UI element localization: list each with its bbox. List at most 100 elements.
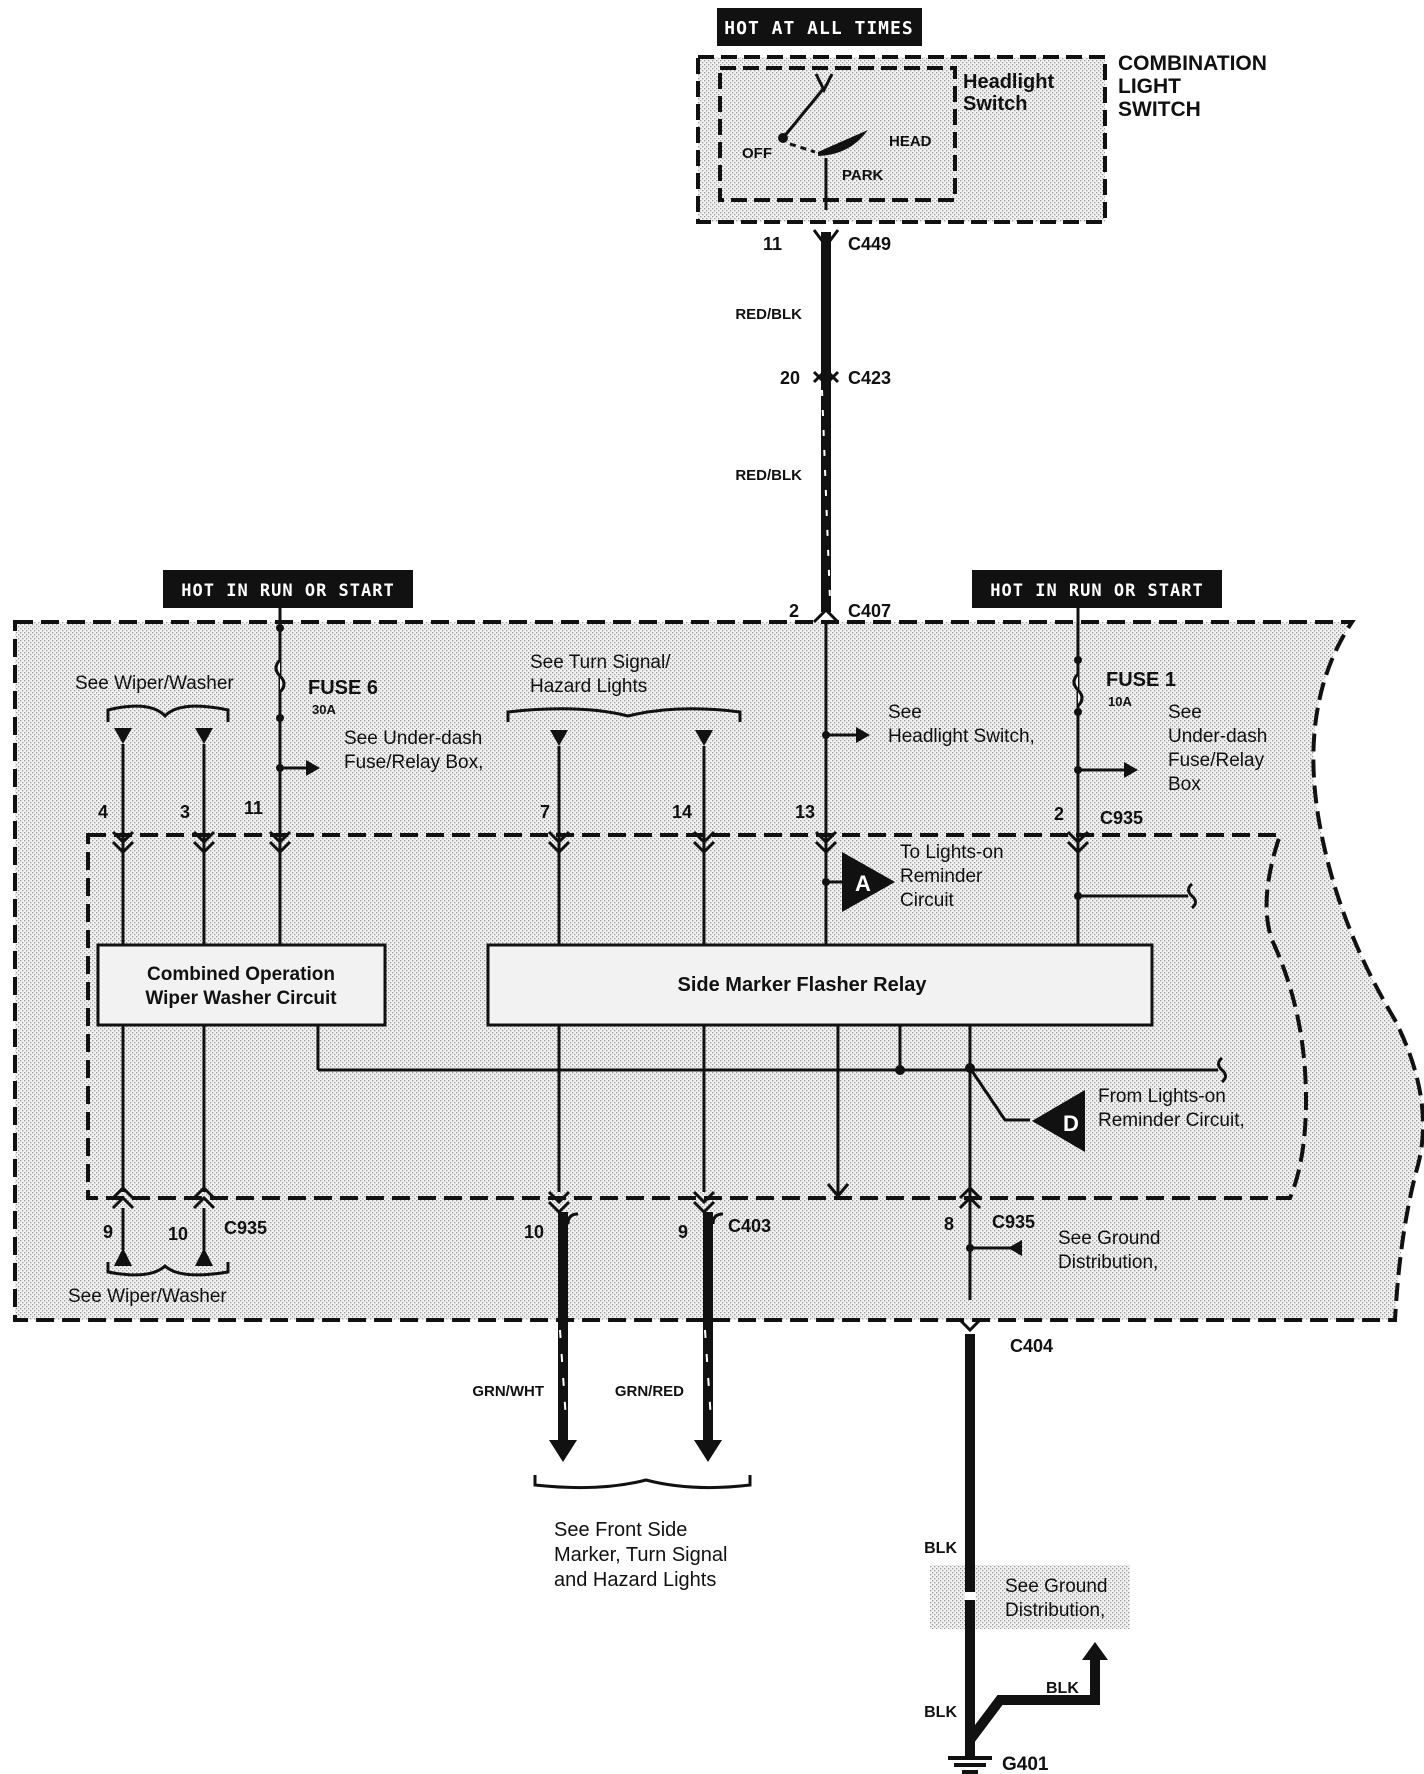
pin-9a: 9 [103,1222,113,1242]
see-headlight-2: Headlight Switch, [888,726,1035,747]
combined-label-1: Combined Operation [147,964,335,985]
side-marker-label: Side Marker Flasher Relay [677,974,927,996]
headlight-label-1: Headlight [963,71,1054,93]
marker-d-triangle [1032,1090,1085,1152]
to-lights-1: To Lights-on [900,842,1004,863]
pin-11: 11 [244,798,263,818]
red-blk-wire [812,229,840,624]
side-marker-flasher-relay: Side Marker Flasher Relay D [486,943,1154,1300]
see-ground-2: Distribution, [1058,1252,1158,1273]
c935-top-label: C935 [1100,808,1143,828]
fuse6-label: FUSE 6 [308,677,378,699]
ground-distribution-splice [930,1565,1130,1629]
g401-label: G401 [1002,1754,1049,1774]
grn-red-wire [694,1212,722,1462]
pin-7: 7 [540,802,550,822]
blk-label-2: BLK [924,1704,957,1721]
c449-label: C449 [848,234,891,254]
marker-d-label: D [1063,1111,1079,1136]
see-turn-1: See Turn Signal/ [530,652,671,673]
pin-13: 13 [795,802,815,822]
front-side-2: Marker, Turn Signal [554,1544,727,1566]
see-headlight-arrow [856,727,870,743]
front-side-1: See Front Side [554,1519,687,1541]
blk-label-1: BLK [924,1540,957,1557]
see-underdash-r2: Under-dash [1168,726,1267,747]
front-side-3: and Hazard Lights [554,1569,716,1591]
combined-operation-circuit: Combined Operation Wiper Washer Circuit [96,943,1227,1192]
c449-pin: 11 [763,234,782,254]
ground-dist-2: Distribution, [1005,1600,1105,1621]
combination-title-2: LIGHT [1118,75,1181,98]
hot-in-run-right-header: HOT IN RUN OR START [972,570,1222,608]
c935-bottom-left-label: C935 [224,1218,267,1238]
combined-label-2: Wiper Washer Circuit [145,988,337,1009]
c403-label: C403 [728,1216,771,1236]
red-blk-label-1: RED/BLK [735,306,802,323]
see-ground-1: See Ground [1058,1228,1160,1249]
c423-pin: 20 [780,368,800,388]
pin-8: 8 [944,1214,954,1234]
see-underdash-2: Fuse/Relay Box, [344,752,483,773]
grn-red-label: GRN/RED [615,1383,684,1400]
off-label: OFF [742,145,772,162]
c407-pin: 2 [789,601,799,621]
c404-label: C404 [1010,1336,1053,1356]
pin-10a: 10 [168,1224,188,1244]
pin-14: 14 [672,802,692,822]
fuse-6: FUSE 6 30A See Under-dash Fuse/Relay Box… [274,608,483,945]
red-blk-label-2: RED/BLK [735,467,802,484]
blk-label-3: BLK [1046,1680,1079,1697]
switch-contact [818,130,868,156]
fuse1-label: FUSE 1 [1106,669,1176,691]
blk-ground-wire [930,1318,1130,1774]
pin-3: 3 [180,802,190,822]
park-label: PARK [842,167,884,184]
from-lights-2: Reminder Circuit, [1098,1110,1245,1131]
pin-4: 4 [98,802,108,822]
marker-a-triangle [842,852,895,912]
hot-in-run-left-label: HOT IN RUN OR START [181,581,394,601]
see-turn-2: Hazard Lights [530,676,647,697]
see-headlight-1: See [888,702,922,723]
see-underdash-r4: Box [1168,774,1201,795]
marker-a-label: A [855,871,871,896]
fuse1-amp: 10A [1108,694,1132,709]
to-lights-2: Reminder [900,866,983,887]
hot-in-run-left-header: HOT IN RUN OR START [163,570,413,608]
pin-10b: 10 [524,1222,544,1242]
switch-pivot [778,133,788,143]
fuse-1: FUSE 1 10A See Under-dash Fuse/Relay Box [1072,608,1267,945]
pin-9b: 9 [678,1222,688,1242]
hot-at-all-times-header: HOT AT ALL TIMES [717,8,922,46]
head-label: HEAD [889,133,932,150]
headlight-label-2: Switch [963,93,1027,115]
see-underdash-r1: See [1168,702,1202,723]
pin-2: 2 [1054,804,1064,824]
see-wiper-bottom: See Wiper/Washer [68,1286,227,1307]
c407-label: C407 [848,601,891,621]
c935-bottom-right-label: C935 [992,1212,1035,1232]
c935-bottom-right-connector: 8 C935 [944,1185,1035,1256]
fuse6-amp: 30A [312,702,336,717]
combination-title-3: SWITCH [1118,98,1201,121]
hot-in-run-right-label: HOT IN RUN OR START [990,581,1203,601]
see-wiper-top: See Wiper/Washer [75,673,234,694]
relay-module-boundary [86,833,1308,1200]
switch-blade [781,87,826,139]
combination-light-switch: OFF HEAD PARK Headlight Switch [696,55,1107,224]
c403-connector: 10 9 C403 [524,1190,771,1242]
see-underdash-1: See Under-dash [344,728,482,749]
to-lights-3: Circuit [900,890,955,911]
c935-bottom-left-connector: 9 10 C935 [103,1185,267,1277]
grn-wht-wire [549,1212,577,1462]
c935-top-connector: 4 3 11 7 14 13 2 C935 [98,704,1143,945]
ground-dist-1: See Ground [1005,1576,1107,1597]
c423-label: C423 [848,368,891,388]
combination-title-1: COMBINATION [1118,52,1267,75]
hot-at-all-times-label: HOT AT ALL TIMES [724,18,913,39]
grn-wht-label: GRN/WHT [472,1383,544,1400]
see-underdash-r3: Fuse/Relay [1168,750,1265,771]
from-lights-1: From Lights-on [1098,1086,1226,1107]
